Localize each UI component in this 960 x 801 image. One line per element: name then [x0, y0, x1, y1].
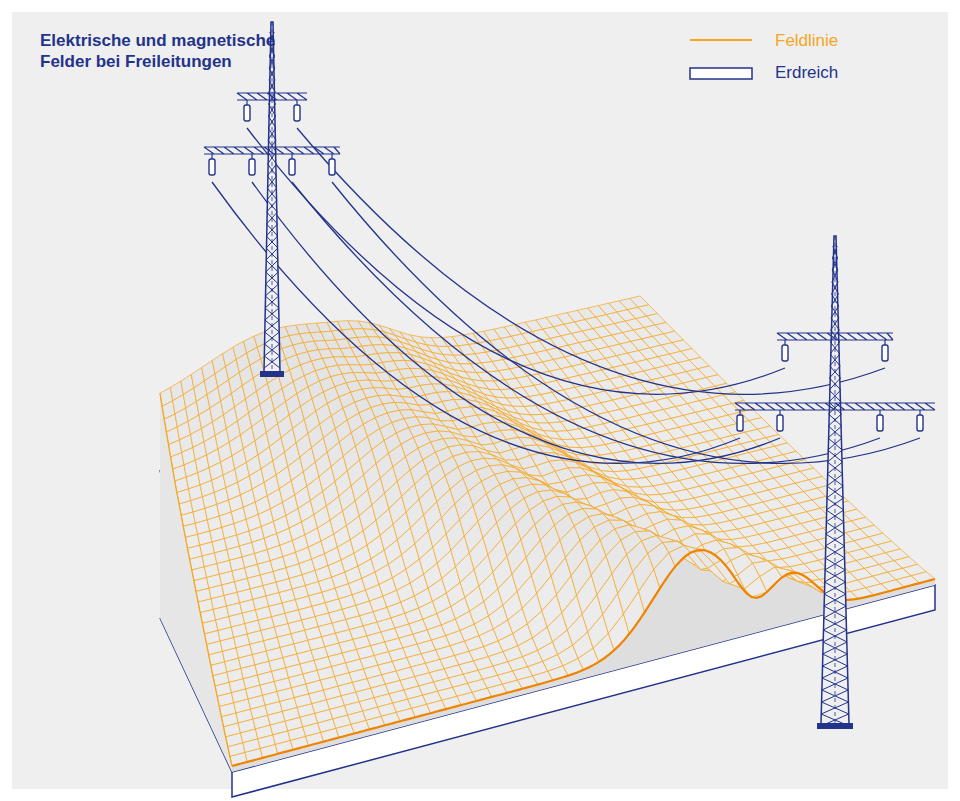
field-mesh-cell — [527, 478, 546, 485]
pylon-cross-arm — [777, 333, 893, 340]
insulator — [329, 159, 335, 175]
insulator — [737, 415, 743, 431]
legend-text: Erdreich — [775, 63, 838, 83]
insulator — [289, 159, 295, 175]
insulator — [917, 415, 923, 431]
insulator — [877, 415, 883, 431]
insulator-hook — [739, 410, 740, 415]
insulator-hook — [784, 340, 785, 345]
insulator-hook — [251, 154, 252, 159]
insulator-hook — [919, 410, 920, 415]
pylon-axis — [835, 236, 836, 724]
insulator-hook — [291, 154, 292, 159]
insulator — [249, 159, 255, 175]
conductor — [212, 182, 740, 463]
conductor — [292, 182, 880, 463]
pylon — [204, 22, 340, 377]
insulator — [209, 159, 215, 175]
conductor — [297, 128, 885, 394]
field-mesh-cell — [479, 452, 497, 460]
pylon-cross-arm — [204, 147, 340, 154]
insulator — [782, 345, 788, 361]
insulator-hook — [296, 100, 297, 105]
insulator — [294, 105, 300, 121]
pylon-cross-arm — [237, 93, 307, 100]
pylons — [204, 22, 935, 729]
insulator-hook — [779, 410, 780, 415]
field-edge-line — [160, 393, 232, 766]
pylon — [735, 236, 935, 729]
legend-ground-sample — [690, 68, 752, 79]
conductor — [247, 128, 785, 394]
insulator-hook — [884, 340, 885, 345]
pylon-body — [264, 22, 280, 372]
pylon-cross-arm — [735, 403, 935, 410]
insulator-hook — [211, 154, 212, 159]
legend-line-sample — [690, 39, 752, 41]
insulator — [244, 105, 250, 121]
panel — [12, 12, 948, 789]
field-mesh-cell — [552, 490, 572, 497]
insulator — [777, 415, 783, 431]
diagram-title: Elektrische und magnetische Felder bei F… — [40, 30, 310, 72]
insulator — [882, 345, 888, 361]
ground-slab — [160, 470, 935, 797]
pylon-axis — [272, 22, 273, 372]
conductors — [212, 128, 920, 463]
pylon-lattice — [821, 246, 849, 726]
conductor — [252, 182, 780, 463]
pylon-base — [260, 371, 284, 377]
insulator-hook — [879, 410, 880, 415]
field-mesh-cell — [503, 465, 522, 473]
legend-text: Feldlinie — [775, 31, 838, 51]
insulator-hook — [246, 100, 247, 105]
pylon-base — [817, 723, 853, 729]
insulator-hook — [331, 154, 332, 159]
